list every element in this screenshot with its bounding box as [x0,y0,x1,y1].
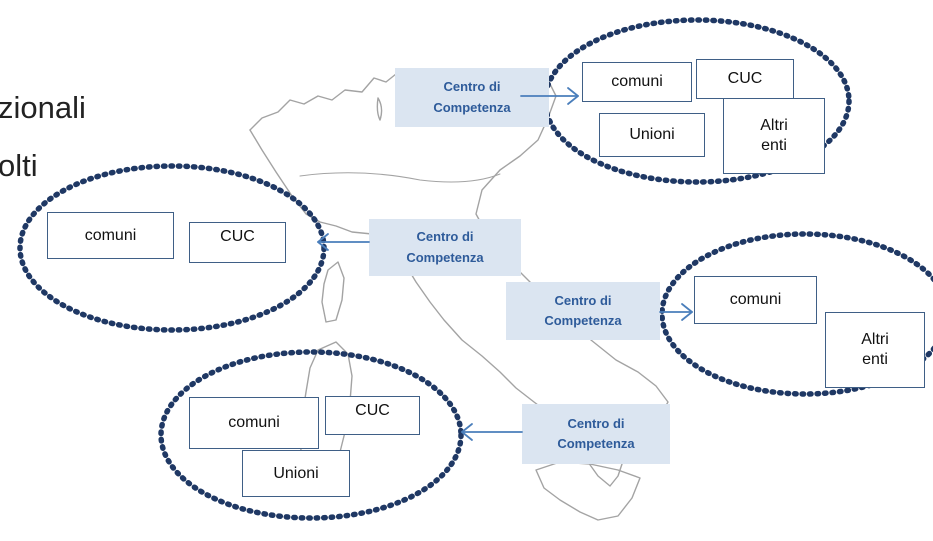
entity-altri-enti-center-east: Altri enti [825,312,925,388]
competence-center-line2: Competenza [557,436,635,451]
entity-comuni-center-east: comuni [694,276,817,324]
arrow-to-center-east [659,303,693,321]
arrow-to-north-west [317,233,370,251]
entity-altri-enti-north-east: Altri enti [723,98,825,174]
arrow-to-north-east [520,87,579,105]
competence-center-line1: Centro di [416,229,474,245]
entity-comuni-north-west: comuni [47,212,174,259]
competence-center-line1: Centro di [443,79,501,95]
arrow-to-south [461,423,523,441]
competence-center-line2: Competenza [544,313,622,328]
competence-center-center-east: Centro di Competenza [506,282,660,340]
entity-unioni-north-east: Unioni [599,113,705,157]
competence-center-line1: Centro di [554,292,612,308]
cluster-ellipse-south [158,349,464,521]
competence-center-north-east: Centro di Competenza [395,68,549,127]
competence-center-north-west: Centro di Competenza [369,219,521,276]
competence-center-line2: Competenza [433,99,511,115]
title-fragment-2: olti [0,148,38,183]
competence-center-south: Centro di Competenza [522,404,670,464]
entity-comuni-south: comuni [189,397,319,449]
competence-center-line2: Competenza [406,249,484,265]
entity-cuc-north-west: CUC [189,222,286,263]
cluster-ellipse-center-east [659,231,933,397]
entity-unioni-south: Unioni [242,450,350,497]
cluster-ellipse-north-west [17,163,327,333]
entity-cuc-south: CUC [325,396,420,435]
entity-comuni-north-east: comuni [582,62,692,102]
competence-center-line1: Centro di [567,415,625,431]
title-fragment-1: zionali [0,90,86,125]
